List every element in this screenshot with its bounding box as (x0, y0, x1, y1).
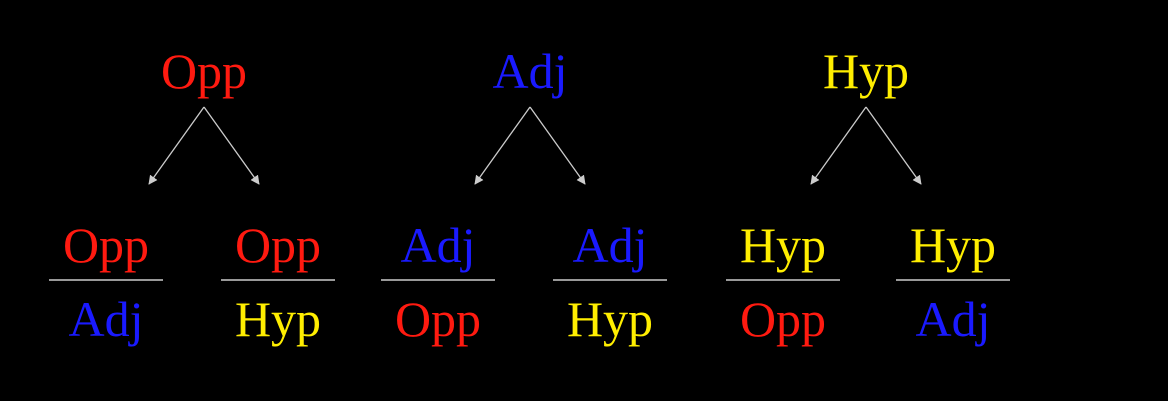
ratio-denominator: Hyp (567, 291, 653, 347)
branch-arrow-left (810, 106, 867, 185)
ratio-numerator: Opp (63, 217, 149, 273)
ratio-numerator: Adj (573, 217, 648, 273)
tree-root-label: Adj (493, 43, 568, 99)
tree-adj: Adj Adj Opp Adj Hyp (381, 43, 667, 347)
tree-root-label: Hyp (823, 43, 909, 99)
ratio-numerator: Adj (401, 217, 476, 273)
branch-arrow-right (865, 106, 922, 185)
branch-arrow-left (148, 106, 205, 185)
ratio-adj-over-opp: Adj Opp (381, 217, 495, 347)
ratio-denominator: Opp (740, 291, 826, 347)
ratio-denominator: Adj (69, 291, 144, 347)
tree-opp: Opp Opp Adj Opp Hyp (49, 43, 335, 347)
ratio-numerator: Hyp (740, 217, 826, 273)
tree-root-label: Opp (161, 43, 247, 99)
branch-arrow-right (203, 106, 260, 185)
ratio-opp-over-hyp: Opp Hyp (221, 217, 335, 347)
ratio-denominator: Adj (916, 291, 991, 347)
ratio-numerator: Hyp (910, 217, 996, 273)
branch-arrow-right (529, 106, 586, 185)
ratio-denominator: Opp (395, 291, 481, 347)
ratio-hyp-over-opp: Hyp Opp (726, 217, 840, 347)
tree-hyp: Hyp Hyp Opp Hyp Adj (726, 43, 1010, 347)
branch-arrow-left (474, 106, 531, 185)
ratio-hyp-over-adj: Hyp Adj (896, 217, 1010, 347)
ratio-numerator: Opp (235, 217, 321, 273)
ratio-denominator: Hyp (235, 291, 321, 347)
ratio-opp-over-adj: Opp Adj (49, 217, 163, 347)
ratio-adj-over-hyp: Adj Hyp (553, 217, 667, 347)
